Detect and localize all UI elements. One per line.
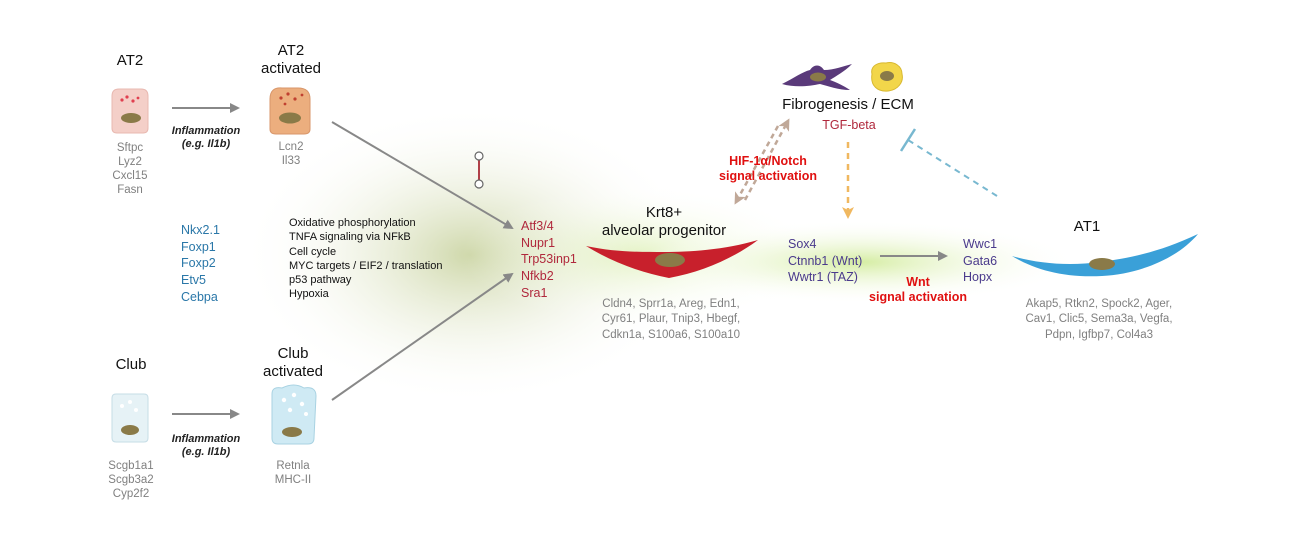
transition-gene: Ctnnb1 (Wnt) [788,253,863,268]
krt8-markers: Cldn4, Sprr1a, Areg, Edn1, Cyr61, Plaur,… [602,297,741,343]
at2-activated-marker: Il33 [281,155,301,168]
transcription-factor-list: Nkx2.1 Foxp1 Foxp2 Etv5 Cebpa [181,222,220,305]
arrow-at2-to-krt8 [331,121,514,230]
at1-upstream-genes: Wwc1 Gata6 Hopx [963,236,997,286]
krt8-marker-line: Cldn4, Sprr1a, Areg, Edn1, [602,298,740,310]
club-activated-cell-icon [271,384,317,445]
pathway-item: MYC targets / EIF2 / translation [289,259,443,272]
macrophage-cell-icon [871,62,903,92]
transition-genes: Sox4 Ctnnb1 (Wnt) Wwtr1 (TAZ) [788,236,862,286]
club-marker: Cyp2f2 [112,488,150,501]
at2-markers: Sftpc Lyz2 Cxcl15 Fasn [112,141,147,197]
pathway-list: Oxidative phosphorylation TNFA signaling… [289,216,442,302]
inflammation-line2: (e.g. Il1b) [181,138,231,151]
arrow-krt8-to-fibrogenesis [743,118,790,201]
at2-title: AT2 [116,52,144,69]
glow-right [640,220,1080,304]
at2-activated-marker: Lcn2 [278,141,304,153]
at2-marker: Lyz2 [118,156,142,169]
club-marker: Scgb1a1 [108,460,154,472]
krt8-marker-line: Cdkn1a, S100a6, S100a10 [601,328,741,341]
at2-activated-title: AT2 activated [261,42,321,79]
krt8-upstream-gene: Sra1 [521,285,548,300]
at1-upstream-gene: Gata6 [963,253,998,268]
club-title: Club [115,356,147,373]
krt8-upstream-gene: Trp53inp1 [521,252,577,267]
at2-activated-title-line2: activated [260,60,322,78]
hif-signal-line1: HIF-1α/Notch [729,154,807,168]
inflammation-label-bottom: Inflammation (e.g. Il1b) [172,433,240,460]
pathway-item: TNFA signaling via NFkB [289,231,411,244]
at2-marker: Sftpc [116,142,144,154]
krt8-marker-line: Cyr61, Plaur, Tnip3, Hbegf, [601,313,741,326]
at2-activated-title-line1: AT2 [277,42,305,59]
wnt-signal-line1: Wnt [906,275,930,289]
inflammation-line1: Inflammation [171,125,241,137]
krt8-title-line2: alveolar progenitor [601,222,727,240]
at1-title: AT1 [1073,218,1101,235]
at2-cell-icon [111,88,149,134]
club-markers: Scgb1a1 Scgb3a2 Cyp2f2 [108,459,153,501]
krt8-upstream-gene: Atf3/4 [521,219,554,233]
club-marker: Scgb3a2 [108,474,154,487]
pathway-item: p53 pathway [289,274,352,287]
krt8-title: Krt8+ alveolar progenitor [602,204,726,241]
inflammation-line2: (e.g. Il1b) [181,446,231,459]
transcription-factor: Etv5 [181,272,207,287]
inhibition-bar [899,128,917,152]
club-activated-marker: MHC-II [274,474,312,487]
krt8-upstream-gene: Nupr1 [521,235,556,250]
at1-marker-line: Pdpn, Igfbp7, Col4a3 [1044,328,1154,341]
krt8-title-line1: Krt8+ [645,204,683,221]
at1-markers: Akap5, Rtkn2, Spock2, Ager, Cav1, Clic5,… [1025,297,1172,343]
club-cell-icon [111,393,149,443]
krt8-upstream-genes: Atf3/4 Nupr1 Trp53inp1 Nfkb2 Sra1 [521,218,577,301]
krt8-cell-icon [586,240,758,278]
club-activated-marker: Retnla [276,460,310,472]
club-activated-title-line1: Club [277,345,309,362]
transition-gene: Wwtr1 (TAZ) [788,270,858,285]
inflammation-line1: Inflammation [171,433,241,445]
at2-activated-cell-icon [269,87,311,135]
club-activated-title-line2: activated [262,363,324,381]
transcription-factor: Nkx2.1 [181,223,220,237]
wnt-signal-label: Wnt signal activation [869,275,967,306]
at2-marker: Cxcl15 [112,170,148,183]
tgf-beta-label: TGF-beta [822,118,876,132]
club-activated-title: Club activated [263,345,323,382]
transition-gene: Sox4 [788,237,817,251]
pathway-item: Oxidative phosphorylation [289,217,416,229]
club-activated-markers: Retnla MHC-II [275,459,311,487]
at1-marker-line: Akap5, Rtkn2, Spock2, Ager, [1025,298,1173,310]
inhibition-line-at1 [907,139,998,197]
hif-notch-signal-label: HIF-1α/Notch signal activation [719,154,817,185]
fibroblast-cell-icon [782,64,852,90]
hif-signal-line2: signal activation [719,169,817,184]
at1-upstream-gene: Wwc1 [963,237,998,251]
transcription-factor: Foxp1 [181,239,216,254]
at1-cell-icon [1012,234,1198,277]
at2-marker: Fasn [117,184,143,197]
fibrogenesis-title: Fibrogenesis / ECM [782,96,914,113]
resize-handle-icon [474,151,484,189]
transcription-factor: Foxp2 [181,256,216,271]
pathway-item: Hypoxia [289,288,329,301]
wnt-signal-line2: signal activation [869,290,967,305]
krt8-upstream-gene: Nfkb2 [521,268,554,283]
transcription-factor: Cebpa [181,289,218,304]
arrow-fibrogenesis-to-krt8 [734,125,780,205]
at2-activated-markers: Lcn2 Il33 [279,140,304,168]
at1-upstream-gene: Hopx [963,270,993,285]
arrow-club-to-krt8 [331,272,514,401]
inflammation-label-top: Inflammation (e.g. Il1b) [172,125,240,152]
pathway-item: Cell cycle [289,245,337,258]
at1-marker-line: Cav1, Clic5, Sema3a, Vegfa, [1025,313,1173,326]
